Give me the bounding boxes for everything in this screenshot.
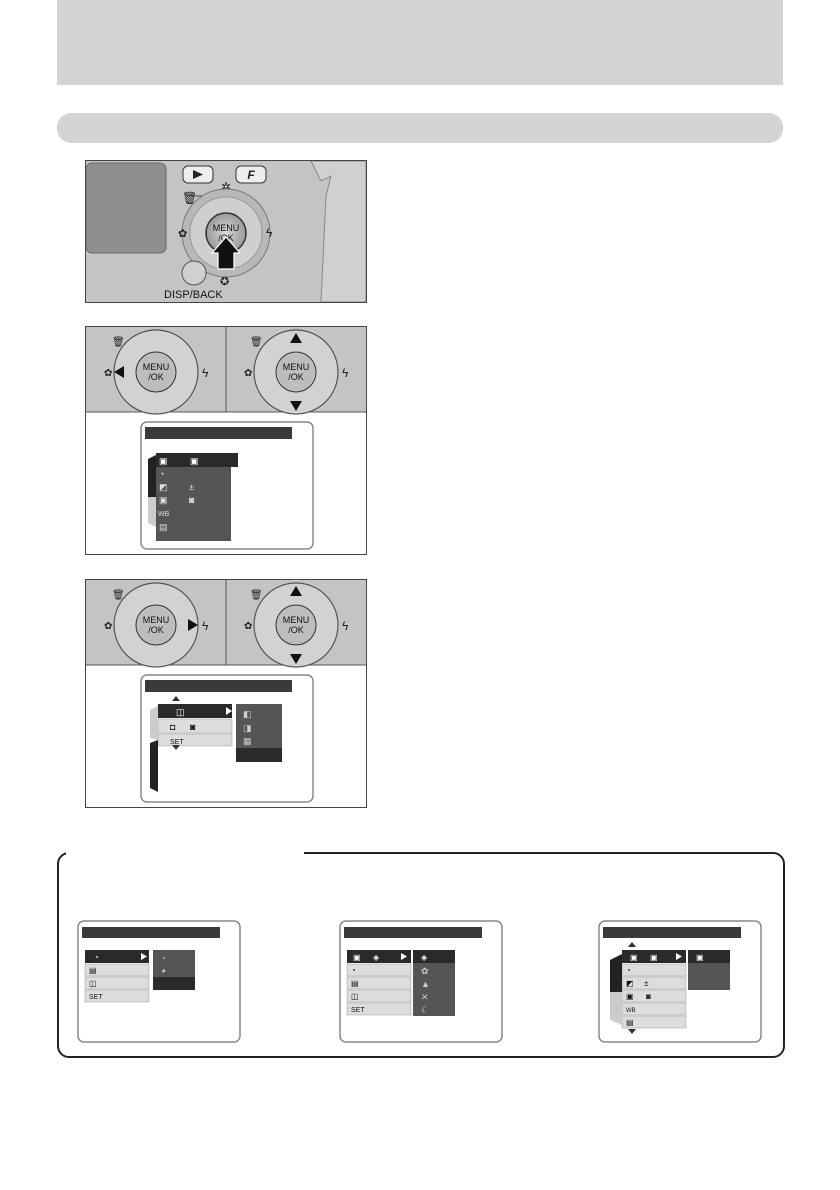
step3-panel: MENU /OK ✿ ϟ 🗑 MENU /OK ✿ ϟ 🗑 ◫ ◘ ◙ SET <box>85 579 367 808</box>
svg-text:◩: ◩ <box>626 979 634 988</box>
svg-text:SET: SET <box>170 739 184 746</box>
svg-text:◩: ◩ <box>159 482 168 492</box>
svg-text:✿: ✿ <box>178 228 187 240</box>
svg-text:▤: ▤ <box>351 979 359 988</box>
svg-text:▣: ▣ <box>650 953 658 962</box>
svg-text:MENU: MENU <box>283 362 310 372</box>
svg-text:◔: ◔ <box>626 966 631 975</box>
svg-text:◙: ◙ <box>190 722 196 732</box>
page-header-bar <box>57 0 783 85</box>
svg-text:WB: WB <box>626 1008 636 1014</box>
svg-text:▤: ▤ <box>89 966 97 975</box>
camera-back-illustration: F 🗑 ✲ MENU /OK ✿ ϟ ✪ DISP/BACK <box>86 161 366 302</box>
svg-text:/OK: /OK <box>288 625 304 635</box>
note-menu-screen-3: ▣ ▣ ◔ ◩ ± ▣ ◙ WB ▤ ▣ <box>598 920 762 1043</box>
svg-text:✿: ✿ <box>244 621 252 632</box>
svg-text:✪: ✪ <box>220 276 229 288</box>
svg-text:▣: ▣ <box>190 456 199 466</box>
svg-text:ϟ: ϟ <box>342 366 349 380</box>
svg-text:🗑: 🗑 <box>112 336 125 348</box>
svg-text:ϟ: ϟ <box>202 619 209 633</box>
dpad-left-press: MENU /OK ✿ ϟ 🗑 <box>104 329 209 415</box>
svg-text:MENU: MENU <box>143 362 170 372</box>
svg-text:/OK: /OK <box>148 372 164 382</box>
svg-text:ϟ: ϟ <box>342 619 349 633</box>
svg-text:F: F <box>247 168 255 182</box>
svg-text:🗑: 🗑 <box>250 589 263 601</box>
svg-text:◕: ◕ <box>161 966 166 975</box>
svg-text:✿: ✿ <box>244 368 252 379</box>
svg-text:◔: ◔ <box>351 966 356 975</box>
svg-text:▦: ▦ <box>243 736 252 746</box>
svg-text:±: ± <box>644 979 649 988</box>
svg-text:◨: ◨ <box>243 723 252 733</box>
svg-text:✿: ✿ <box>421 966 429 976</box>
svg-text:◔: ◔ <box>161 954 166 963</box>
svg-text:◫: ◫ <box>89 979 97 988</box>
svg-text:±: ± <box>189 482 194 492</box>
step2-illustration: MENU /OK ✿ ϟ 🗑 MENU /OK ✿ ϟ 🗑 ▣ ▣ ◔ <box>86 327 366 550</box>
svg-text:▲: ▲ <box>421 979 430 989</box>
svg-text:🗑: 🗑 <box>182 191 197 205</box>
svg-text:ϟ: ϟ <box>266 226 273 240</box>
svg-text:/OK: /OK <box>288 372 304 382</box>
svg-text:SET: SET <box>89 994 103 1001</box>
svg-text:🗑: 🗑 <box>112 589 125 601</box>
svg-text:◙: ◙ <box>646 992 651 1001</box>
svg-text:◈: ◈ <box>421 953 428 962</box>
svg-text:▣: ▣ <box>626 992 634 1001</box>
dpad-right-press: MENU /OK ✿ ϟ 🗑 <box>104 582 209 668</box>
f-button-shape <box>235 165 267 184</box>
note-box-title-gap <box>66 840 304 858</box>
dpad-up-down-press-2: MENU /OK ✿ ϟ 🗑 <box>244 582 349 668</box>
svg-text:ϟ: ϟ <box>202 366 209 380</box>
svg-text:▣: ▣ <box>159 495 168 505</box>
svg-text:DISP/BACK: DISP/BACK <box>164 289 223 301</box>
svg-text:MENU: MENU <box>213 223 240 233</box>
svg-text:✿: ✿ <box>104 368 112 379</box>
svg-text:▤: ▤ <box>159 522 168 532</box>
note-menu-screen-2: ▣ ◈ ◔ ▤ ◫ SET ◈ ✿ ▲ ✕ ☾ <box>339 920 503 1043</box>
note-menu-screen-1: ◔ ▤ ◫ SET ◔ ◕ <box>77 920 241 1043</box>
svg-text:◘: ◘ <box>170 722 176 732</box>
svg-text:SET: SET <box>351 1007 365 1014</box>
svg-text:/OK: /OK <box>148 625 164 635</box>
svg-text:▣: ▣ <box>630 953 638 962</box>
svg-text:✕: ✕ <box>421 992 429 1002</box>
dpad-up-down-press: MENU /OK ✿ ϟ 🗑 <box>244 329 349 415</box>
svg-text:▣: ▣ <box>696 953 704 962</box>
svg-text:☾: ☾ <box>421 1005 429 1015</box>
svg-text:◧: ◧ <box>243 709 252 719</box>
svg-text:✲: ✲ <box>221 180 231 194</box>
svg-text:▣: ▣ <box>353 953 361 962</box>
svg-text:◔: ◔ <box>159 469 164 479</box>
svg-text:◙: ◙ <box>189 495 195 505</box>
svg-text:MENU: MENU <box>283 615 310 625</box>
svg-text:WB: WB <box>158 511 170 518</box>
svg-text:◫: ◫ <box>351 992 359 1001</box>
lcd-screen <box>86 162 167 254</box>
step3-illustration: MENU /OK ✿ ϟ 🗑 MENU /OK ✿ ϟ 🗑 ◫ ◘ ◙ SET <box>86 580 366 803</box>
step1-camera-photo: F 🗑 ✲ MENU /OK ✿ ϟ ✪ DISP/BACK <box>85 160 367 303</box>
section-title-bar <box>57 113 783 143</box>
step2-panel: MENU /OK ✿ ϟ 🗑 MENU /OK ✿ ϟ 🗑 ▣ ▣ ◔ <box>85 326 367 555</box>
svg-text:◫: ◫ <box>176 707 185 717</box>
svg-text:🗑: 🗑 <box>250 336 263 348</box>
svg-text:◔: ◔ <box>94 953 99 962</box>
svg-text:▤: ▤ <box>626 1018 634 1027</box>
svg-text:✿: ✿ <box>104 621 112 632</box>
svg-text:▣: ▣ <box>159 456 168 466</box>
svg-text:MENU: MENU <box>143 615 170 625</box>
svg-text:◈: ◈ <box>373 953 380 962</box>
